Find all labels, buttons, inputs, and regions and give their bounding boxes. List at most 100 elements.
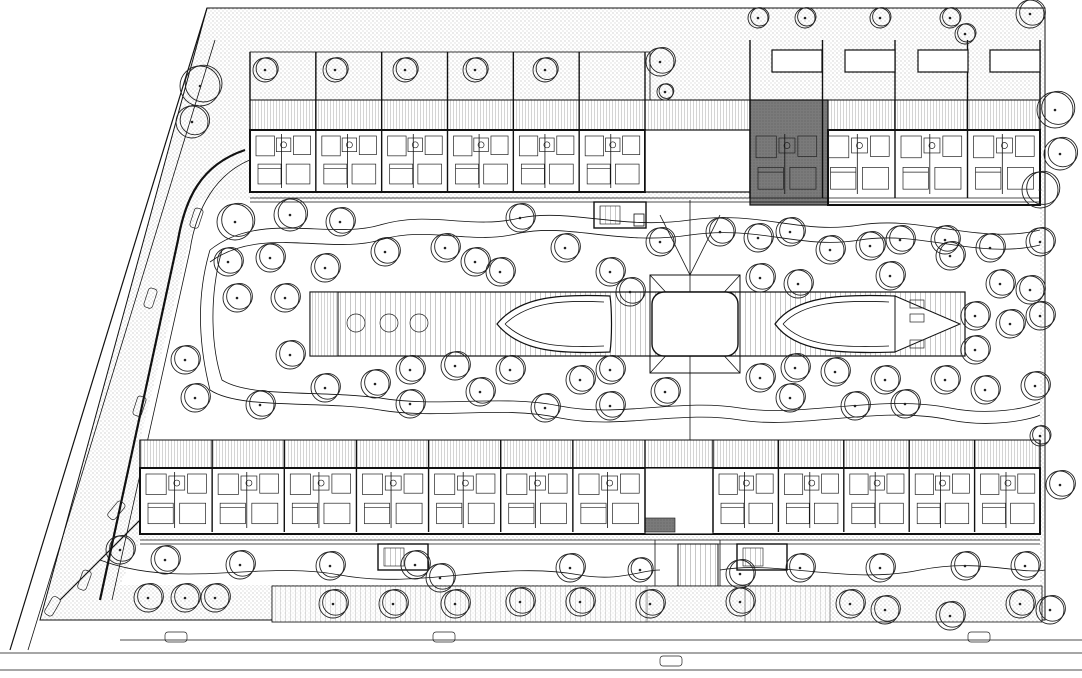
tree-canopy-outline: [184, 382, 211, 410]
tree-trunk-dot: [943, 378, 947, 382]
bed-outline: [455, 163, 479, 185]
tree: [970, 374, 1001, 405]
table-outline: [473, 137, 489, 152]
tree: [595, 390, 626, 421]
tree: [565, 364, 596, 395]
kitchen-outline: [797, 135, 818, 157]
tree-trunk-dot: [803, 16, 807, 20]
bedroom-outline: [718, 473, 738, 495]
tree: [1045, 469, 1076, 500]
tree: [315, 550, 346, 581]
table-chair: [173, 479, 181, 487]
tree-trunk-dot: [190, 120, 194, 124]
kitchen-outline: [869, 135, 890, 157]
unit-plan: [289, 472, 352, 528]
tree: [245, 389, 276, 420]
tree: [775, 382, 806, 413]
tree-trunk-dot: [663, 390, 667, 394]
tree-canopy-outline: [869, 552, 896, 580]
tree-trunk-dot: [833, 370, 837, 374]
tree: [105, 534, 136, 565]
tree: [995, 308, 1026, 339]
tree: [255, 242, 286, 273]
tree: [270, 282, 301, 313]
tree-canopy-outline: [844, 390, 871, 418]
tree-trunk-dot: [1028, 288, 1032, 292]
bedroom-outline: [289, 473, 311, 495]
tree: [440, 350, 471, 381]
tree-canopy-outline: [797, 7, 817, 27]
bed-outline: [520, 163, 545, 185]
tree: [425, 562, 456, 593]
unit-plan: [217, 472, 279, 528]
tree-canopy-outline: [174, 344, 201, 372]
tree-trunk-dot: [283, 296, 287, 300]
tree-canopy-outline: [404, 549, 431, 577]
tree: [565, 586, 596, 617]
bathroom-outline: [879, 502, 904, 525]
tree-canopy-outline: [872, 7, 892, 27]
tree-trunk-dot: [183, 358, 187, 362]
kitchen-outline: [755, 473, 774, 494]
tree-trunk-dot: [663, 90, 667, 94]
tree-trunk-dot: [898, 238, 902, 242]
tree: [745, 362, 776, 393]
table-outline: [601, 475, 618, 491]
tree: [745, 262, 776, 293]
table-outline: [869, 475, 885, 491]
tree-trunk-dot: [948, 254, 952, 258]
tree-canopy-outline: [599, 390, 626, 418]
table-chair: [609, 141, 617, 149]
tree-trunk-dot: [331, 602, 335, 606]
tree-trunk-dot: [438, 576, 442, 580]
tree-canopy-outline: [465, 57, 489, 81]
tree-canopy-outline: [569, 586, 596, 614]
bed-outline: [786, 502, 810, 525]
bed-outline: [830, 167, 857, 190]
tree: [1025, 226, 1056, 257]
tree-canopy-outline: [879, 260, 906, 288]
tree-canopy-outline: [374, 236, 401, 264]
tree-trunk-dot: [413, 563, 417, 567]
tree-trunk-dot: [848, 602, 852, 606]
bedroom-outline: [578, 473, 600, 495]
table-chair: [1004, 479, 1012, 487]
tree-trunk-dot: [453, 364, 457, 368]
tree-canopy-outline: [444, 588, 471, 616]
tree-canopy-outline: [554, 232, 581, 260]
tree-trunk-dot: [718, 230, 722, 234]
unit-plan: [506, 472, 568, 528]
tree-canopy-outline: [649, 46, 676, 74]
unit-plan: [849, 472, 905, 528]
tree-trunk-dot: [1028, 12, 1032, 16]
bed-outline: [291, 502, 318, 525]
tree-trunk-dot: [738, 572, 742, 576]
tree-trunk-dot: [756, 236, 760, 240]
unit-plan: [900, 134, 963, 194]
tree: [318, 588, 349, 619]
tree: [505, 586, 536, 617]
table-chair: [477, 141, 485, 149]
tree-trunk-dot: [756, 16, 760, 20]
tree-trunk-dot: [233, 220, 237, 224]
tree-canopy-outline: [509, 586, 536, 614]
bedroom-outline: [755, 135, 777, 159]
table-chair: [280, 141, 287, 149]
tree: [378, 588, 409, 619]
bedroom-outline: [506, 473, 528, 495]
tree-canopy-outline: [729, 586, 756, 614]
tree-canopy-outline: [364, 368, 391, 396]
table-chair: [389, 479, 397, 487]
tree: [505, 202, 536, 233]
tree-canopy-outline: [859, 230, 886, 258]
tree-trunk-dot: [658, 240, 662, 244]
tree: [1025, 300, 1056, 331]
kitchen-outline: [886, 473, 905, 494]
pool-west: [496, 294, 613, 354]
table-chair: [928, 142, 936, 149]
bathroom-outline: [540, 502, 567, 525]
north-unit-group: [255, 134, 1035, 194]
kitchen-outline: [358, 135, 377, 155]
tree: [885, 224, 916, 255]
tree-canopy-outline: [964, 334, 991, 362]
